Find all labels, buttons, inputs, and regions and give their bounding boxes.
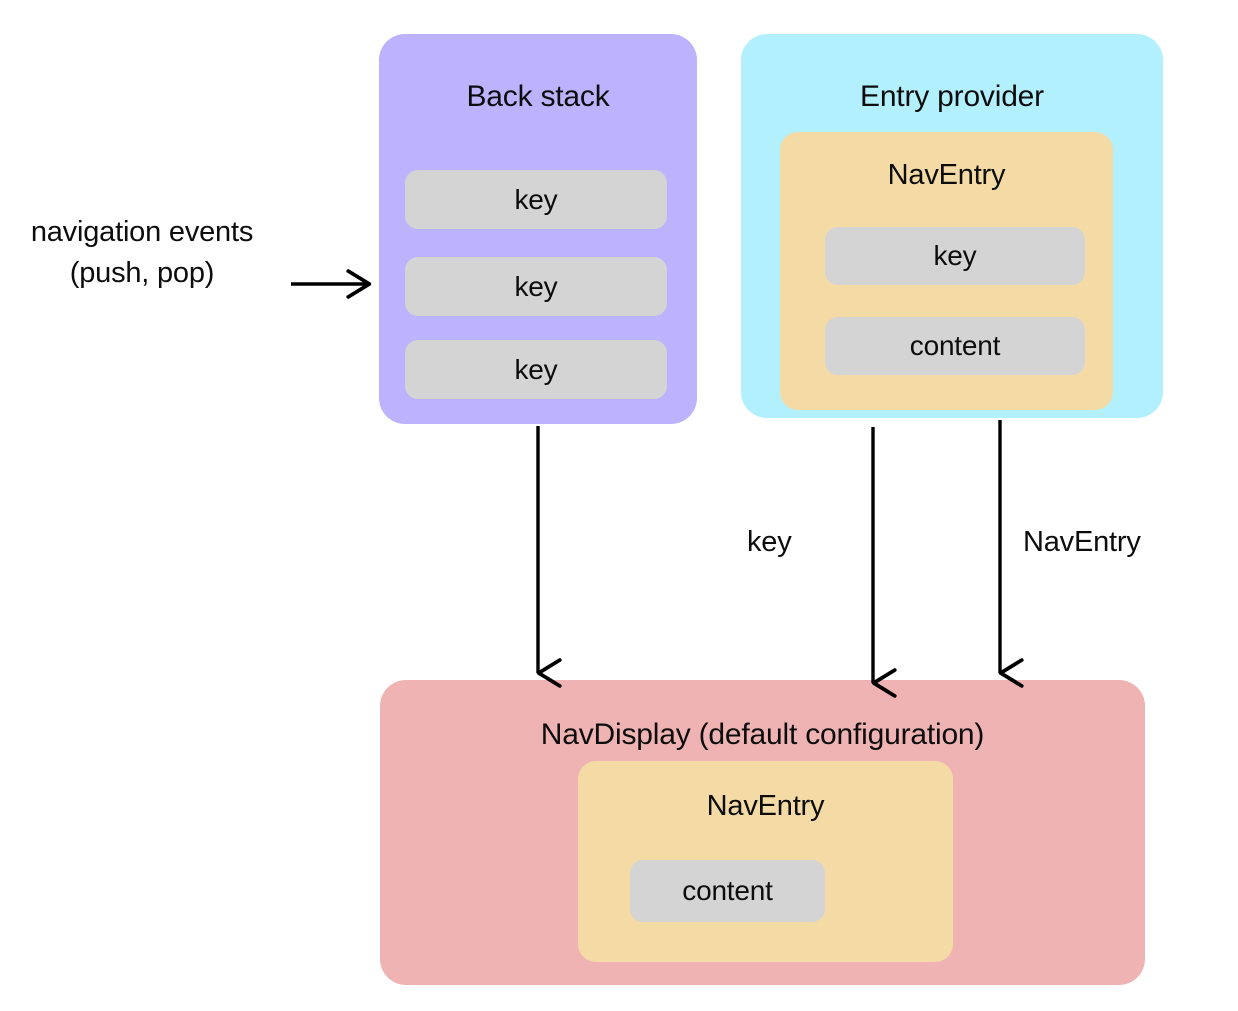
nav-display-container: NavDisplay (default configuration) NavEn… <box>380 680 1145 985</box>
nav-display-nav-entry: NavEntry content <box>578 761 953 962</box>
navigation-events-label-line1: navigation events <box>30 216 254 248</box>
navigation-events-label-line2: (push, pop) <box>69 257 215 289</box>
back-stack-container: Back stack key key key <box>379 34 697 424</box>
back-stack-title: Back stack <box>466 80 610 113</box>
edge-label-naventry: NavEntry <box>1023 526 1141 558</box>
navigation-events-label: navigation events (push, pop) <box>8 212 276 294</box>
nav-display-nav-entry-title: NavEntry <box>706 790 825 822</box>
nav-display-content-pill: content <box>630 860 825 922</box>
nav-display-title: NavDisplay (default configuration) <box>540 718 985 751</box>
back-stack-key-pill-1: key <box>405 170 667 229</box>
back-stack-key-pill-2: key <box>405 257 667 316</box>
edge-label-key: key <box>747 526 792 558</box>
entry-provider-content-pill: content <box>825 317 1085 375</box>
entry-provider-key-pill: key <box>825 227 1085 285</box>
entry-provider-nav-entry-title: NavEntry <box>887 159 1006 191</box>
entry-provider-container: Entry provider NavEntry key content <box>741 34 1163 418</box>
entry-provider-nav-entry: NavEntry key content <box>780 132 1113 410</box>
entry-provider-title: Entry provider <box>860 80 1044 113</box>
back-stack-key-pill-3: key <box>405 340 667 399</box>
